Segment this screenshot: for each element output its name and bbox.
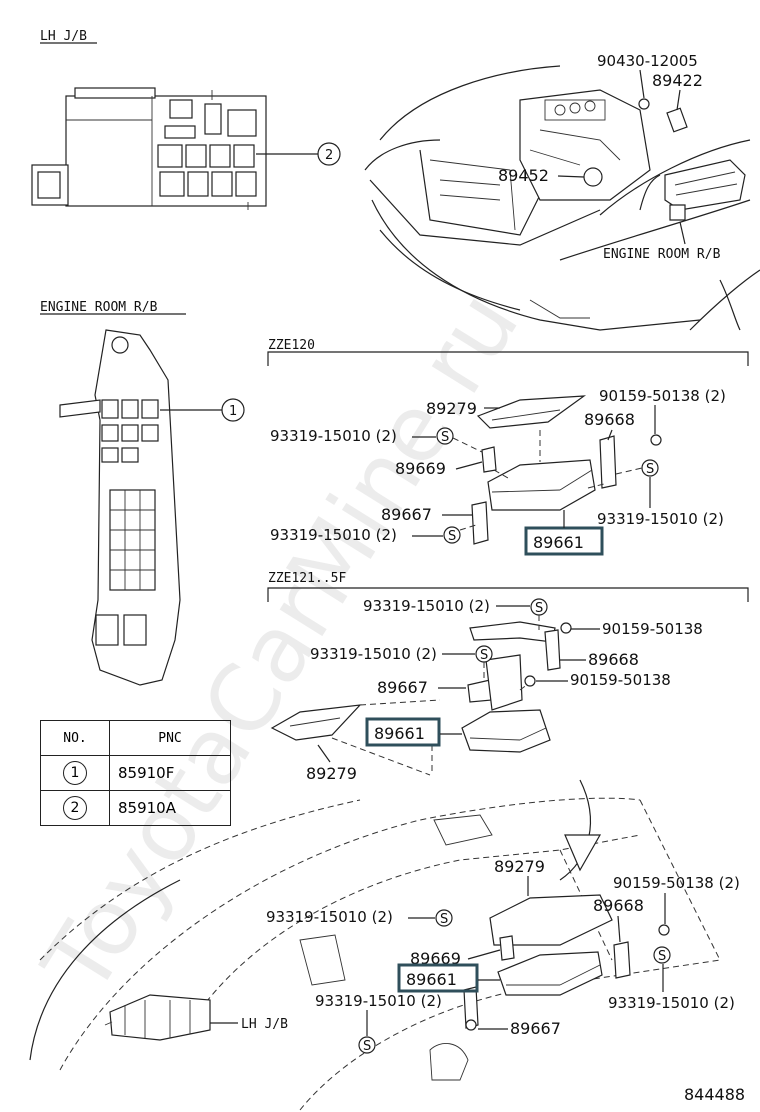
part-93319-15010-zze121-a[interactable]: 93319-15010 (2) [363, 597, 490, 615]
part-89669-dash[interactable]: 89669 [410, 949, 461, 968]
part-89668-zze121[interactable]: 89668 [588, 650, 639, 669]
pnc-table: NO. PNC 1 85910F 2 85910A [40, 720, 231, 826]
part-93319-15010-dash-a[interactable]: 93319-15010 (2) [266, 908, 393, 926]
engine-room-relay-block [59, 329, 181, 686]
part-89452[interactable]: 89452 [498, 166, 549, 185]
highlight-89661-zze121 [365, 717, 441, 747]
callout-1-text: 1 [229, 404, 237, 419]
part-93319-15010-dash-c[interactable]: 93319-15010 (2) [315, 992, 442, 1010]
svg-text:S: S [363, 1039, 371, 1054]
part-93319-15010-dash-b[interactable]: 93319-15010 (2) [608, 994, 735, 1012]
pnc-row-no: 1 [63, 761, 87, 785]
lh-jb-label: LH J/B [40, 29, 87, 44]
zze121-label: ZZE121..5F [268, 571, 346, 586]
part-89669-zze120[interactable]: 89669 [395, 459, 446, 478]
svg-text:S: S [646, 462, 654, 477]
svg-text:S: S [658, 949, 666, 964]
diagram-id: 844488 [684, 1085, 745, 1104]
zze120-label: ZZE120 [268, 338, 315, 353]
pnc-header-pnc: PNC [109, 720, 231, 756]
part-90430-12005[interactable]: 90430-12005 [597, 52, 698, 70]
highlight-89661-dash [397, 963, 479, 993]
part-89279-dash[interactable]: 89279 [494, 857, 545, 876]
part-89667-zze121[interactable]: 89667 [377, 678, 428, 697]
lh-junction-block [31, 87, 267, 210]
callout-1-circle [221, 398, 245, 422]
part-89422[interactable]: 89422 [652, 71, 703, 90]
part-89668-dash[interactable]: 89668 [593, 896, 644, 915]
svg-text:S: S [535, 601, 543, 616]
part-90159-50138-zze121-a[interactable]: 90159-50138 [602, 620, 703, 638]
part-89668-zze120[interactable]: 89668 [584, 410, 635, 429]
engine-bay-illustration [364, 65, 760, 331]
pnc-row: 1 85910F [40, 755, 231, 791]
svg-text:S: S [441, 430, 449, 445]
part-89661-zze120[interactable]: 89661 [533, 533, 584, 552]
part-90159-50138-zze121-b[interactable]: 90159-50138 [570, 671, 671, 689]
dashboard-illustration: S S S [29, 779, 721, 1111]
engine-room-rb-label: ENGINE ROOM R/B [40, 300, 158, 315]
callout-2-text: 2 [325, 148, 333, 163]
zze120-illustration: S S S [436, 395, 662, 545]
part-89667-zze120[interactable]: 89667 [381, 505, 432, 524]
part-93319-15010-zze120-a[interactable]: 93319-15010 (2) [270, 427, 397, 445]
part-90159-50138-dash[interactable]: 90159-50138 (2) [613, 874, 740, 892]
callout-2-circle [317, 142, 341, 166]
lh-jb-car-label: LH J/B [241, 1017, 288, 1032]
svg-text:S: S [440, 912, 448, 927]
pnc-row-code[interactable]: 85910F [109, 755, 231, 791]
part-89661-zze121[interactable]: 89661 [374, 724, 425, 743]
pnc-row-no: 2 [63, 796, 87, 820]
part-89667-dash[interactable]: 89667 [510, 1019, 561, 1038]
pnc-row: 2 85910A [40, 790, 231, 826]
svg-text:S: S [480, 648, 488, 663]
part-89279-zze120[interactable]: 89279 [426, 399, 477, 418]
svg-text:S: S [448, 529, 456, 544]
part-93319-15010-zze120-c[interactable]: 93319-15010 (2) [270, 526, 397, 544]
pnc-header-no: NO. [40, 720, 110, 756]
part-93319-15010-zze120-b[interactable]: 93319-15010 (2) [597, 510, 724, 528]
part-90159-50138-zze120[interactable]: 90159-50138 (2) [599, 387, 726, 405]
part-93319-15010-zze121-b[interactable]: 93319-15010 (2) [310, 645, 437, 663]
pnc-row-code[interactable]: 85910A [109, 790, 231, 826]
part-89279-zze121[interactable]: 89279 [306, 764, 357, 783]
part-89661-dash[interactable]: 89661 [406, 970, 457, 989]
engine-room-rb-car-label: ENGINE ROOM R/B [603, 247, 721, 262]
zze121-illustration: S S [270, 598, 572, 776]
